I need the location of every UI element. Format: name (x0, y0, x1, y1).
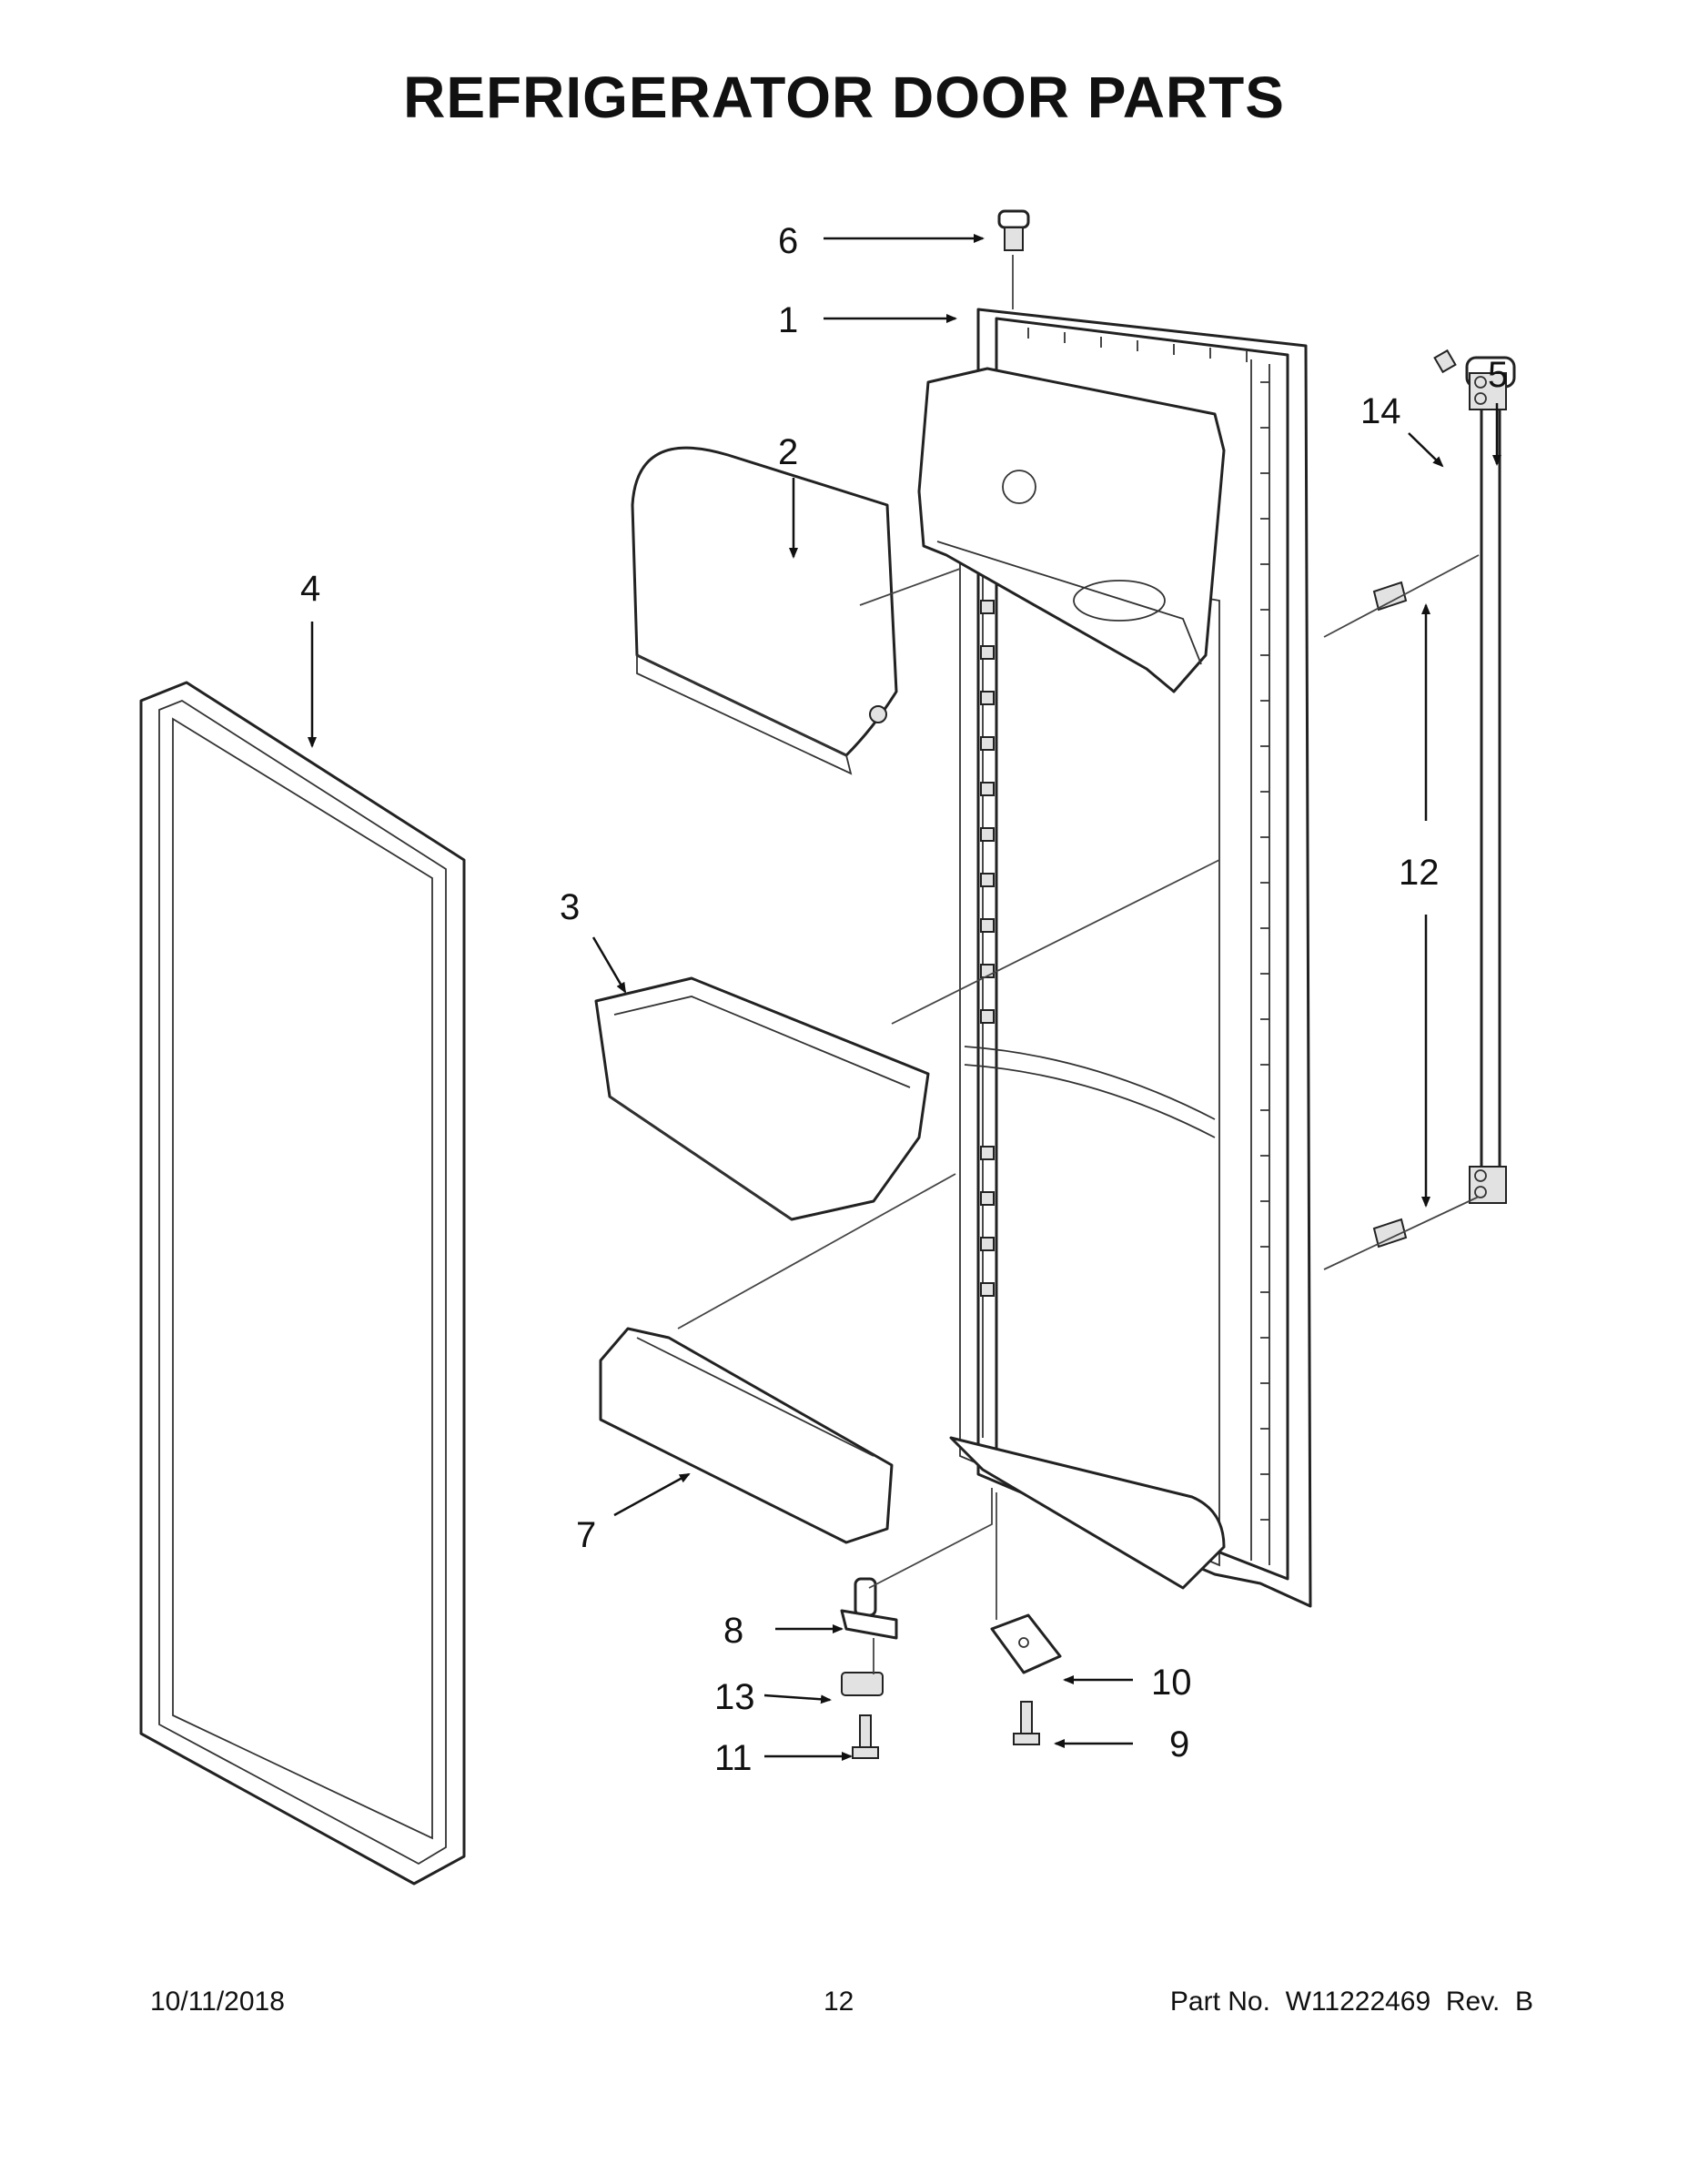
footer-part-number: Part No. W11222469 Rev. B (1169, 1987, 1533, 2017)
door-handle-part (1465, 356, 1516, 1204)
callout-14: 14 (1360, 391, 1401, 431)
hinge-spacer-part (841, 1672, 884, 1696)
callout-9: 9 (1169, 1724, 1189, 1764)
callout-12: 12 (1399, 853, 1440, 893)
door-gasket-part (139, 681, 466, 1886)
mounting-stud-part (1372, 581, 1408, 1249)
set-screw-part (1433, 349, 1457, 374)
shelf-rail-part (599, 1327, 894, 1544)
footer-date: 10/11/2018 (150, 1987, 285, 2017)
assembly-guide-lines (677, 255, 1480, 1674)
callout-8: 8 (723, 1611, 743, 1651)
dispenser-cover-part (631, 446, 898, 775)
door-bin-part (594, 976, 930, 1221)
page-title: REFRIGERATOR DOOR PARTS (403, 65, 1285, 130)
callout-6: 6 (778, 221, 798, 261)
callout-4: 4 (300, 569, 320, 609)
callout-7: 7 (576, 1515, 596, 1555)
bracket-screw-part (1013, 1701, 1040, 1745)
callout-10: 10 (1151, 1663, 1192, 1703)
callout-1: 1 (778, 300, 798, 340)
hinge-screw-part (852, 1714, 879, 1759)
callout-13: 13 (714, 1677, 755, 1717)
door-liner-part (917, 308, 1312, 1608)
callout-11: 11 (714, 1738, 753, 1778)
footer-page-number: 12 (824, 1987, 854, 2017)
callout-5: 5 (1488, 355, 1508, 395)
callout-2: 2 (778, 432, 798, 472)
door-stop-bracket-part (990, 1613, 1062, 1674)
hinge-bushing-part (997, 209, 1030, 251)
callout-leaders (308, 234, 1501, 1761)
callout-3: 3 (560, 887, 580, 927)
